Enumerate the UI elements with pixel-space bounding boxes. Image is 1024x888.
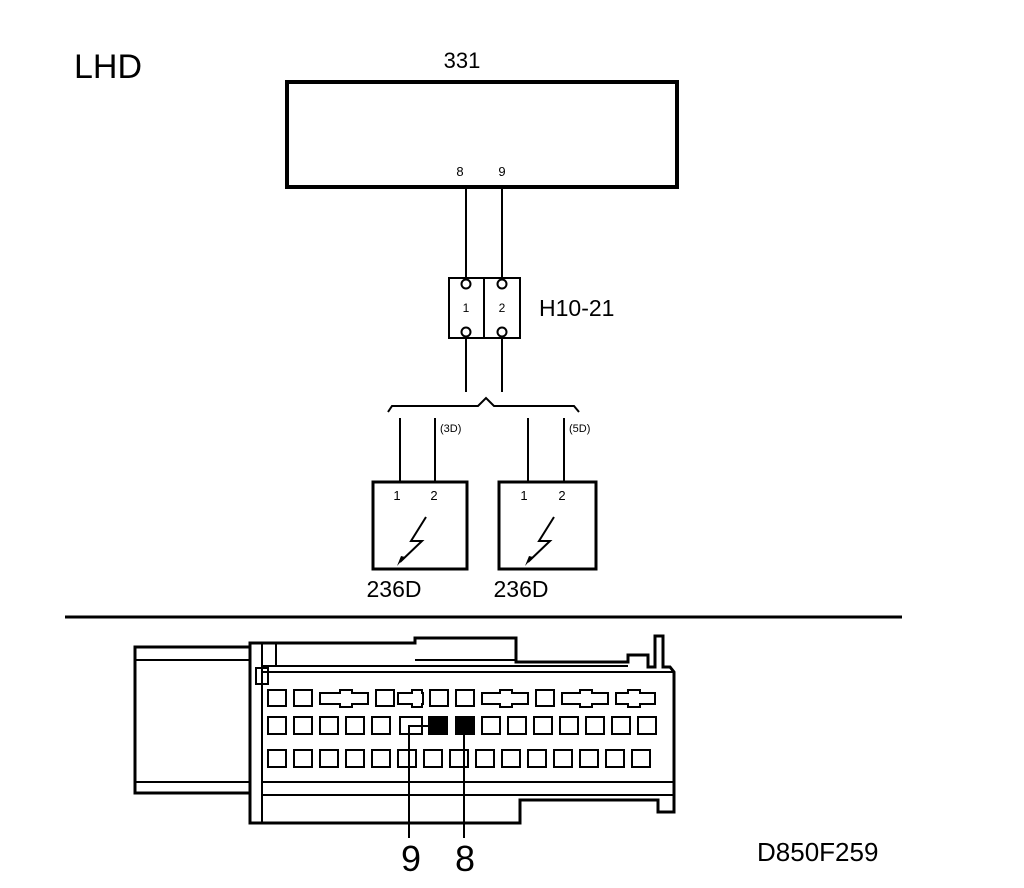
sensor-left-symbol-icon bbox=[399, 516, 427, 563]
connector-pin-1-label: 1 bbox=[463, 301, 470, 315]
sensor-left-pin-1-label: 1 bbox=[393, 488, 400, 503]
connector-pin-2-label: 2 bbox=[499, 301, 506, 315]
plug-pin-9-leader bbox=[408, 725, 437, 838]
variant-label: LHD bbox=[74, 48, 142, 86]
branch-3d-label: (3D) bbox=[440, 423, 461, 435]
plug-pin-9-label: 9 bbox=[401, 838, 421, 879]
sensor-right-pin-2-label: 2 bbox=[558, 488, 565, 503]
module-id-label: 331 bbox=[444, 48, 481, 73]
branch-5d-label: (5D) bbox=[569, 423, 590, 435]
sensor-left-pin-2-label: 2 bbox=[430, 488, 437, 503]
variant-brace bbox=[387, 396, 580, 413]
sensor-left-id-label: 236D bbox=[367, 576, 422, 602]
connector-id-label: H10-21 bbox=[539, 295, 614, 321]
plug-pin-9-cavity bbox=[428, 716, 448, 735]
plug-row-middle bbox=[267, 716, 657, 735]
plug-pin-8-cavity bbox=[455, 716, 475, 735]
connector-plug-drawing bbox=[133, 634, 676, 838]
plug-row-bottom bbox=[267, 749, 651, 768]
module-pin-9-label: 9 bbox=[498, 164, 505, 179]
sensor-right-pin-1-label: 1 bbox=[520, 488, 527, 503]
sensor-left-arrow-icon bbox=[397, 556, 405, 566]
plug-row-top bbox=[267, 689, 656, 708]
inline-connector-h10-21 bbox=[448, 277, 521, 339]
sensor-left-box bbox=[371, 480, 469, 571]
sensor-right-symbol-icon bbox=[527, 516, 555, 563]
sensor-right-box bbox=[497, 480, 598, 571]
control-module-box bbox=[285, 80, 679, 189]
module-pin-8-label: 8 bbox=[456, 164, 463, 179]
sensor-right-id-label: 236D bbox=[494, 576, 549, 602]
sensor-right-arrow-icon bbox=[525, 556, 533, 566]
plug-pin-8-label: 8 bbox=[455, 838, 475, 879]
figure-code-label: D850F259 bbox=[757, 837, 878, 867]
